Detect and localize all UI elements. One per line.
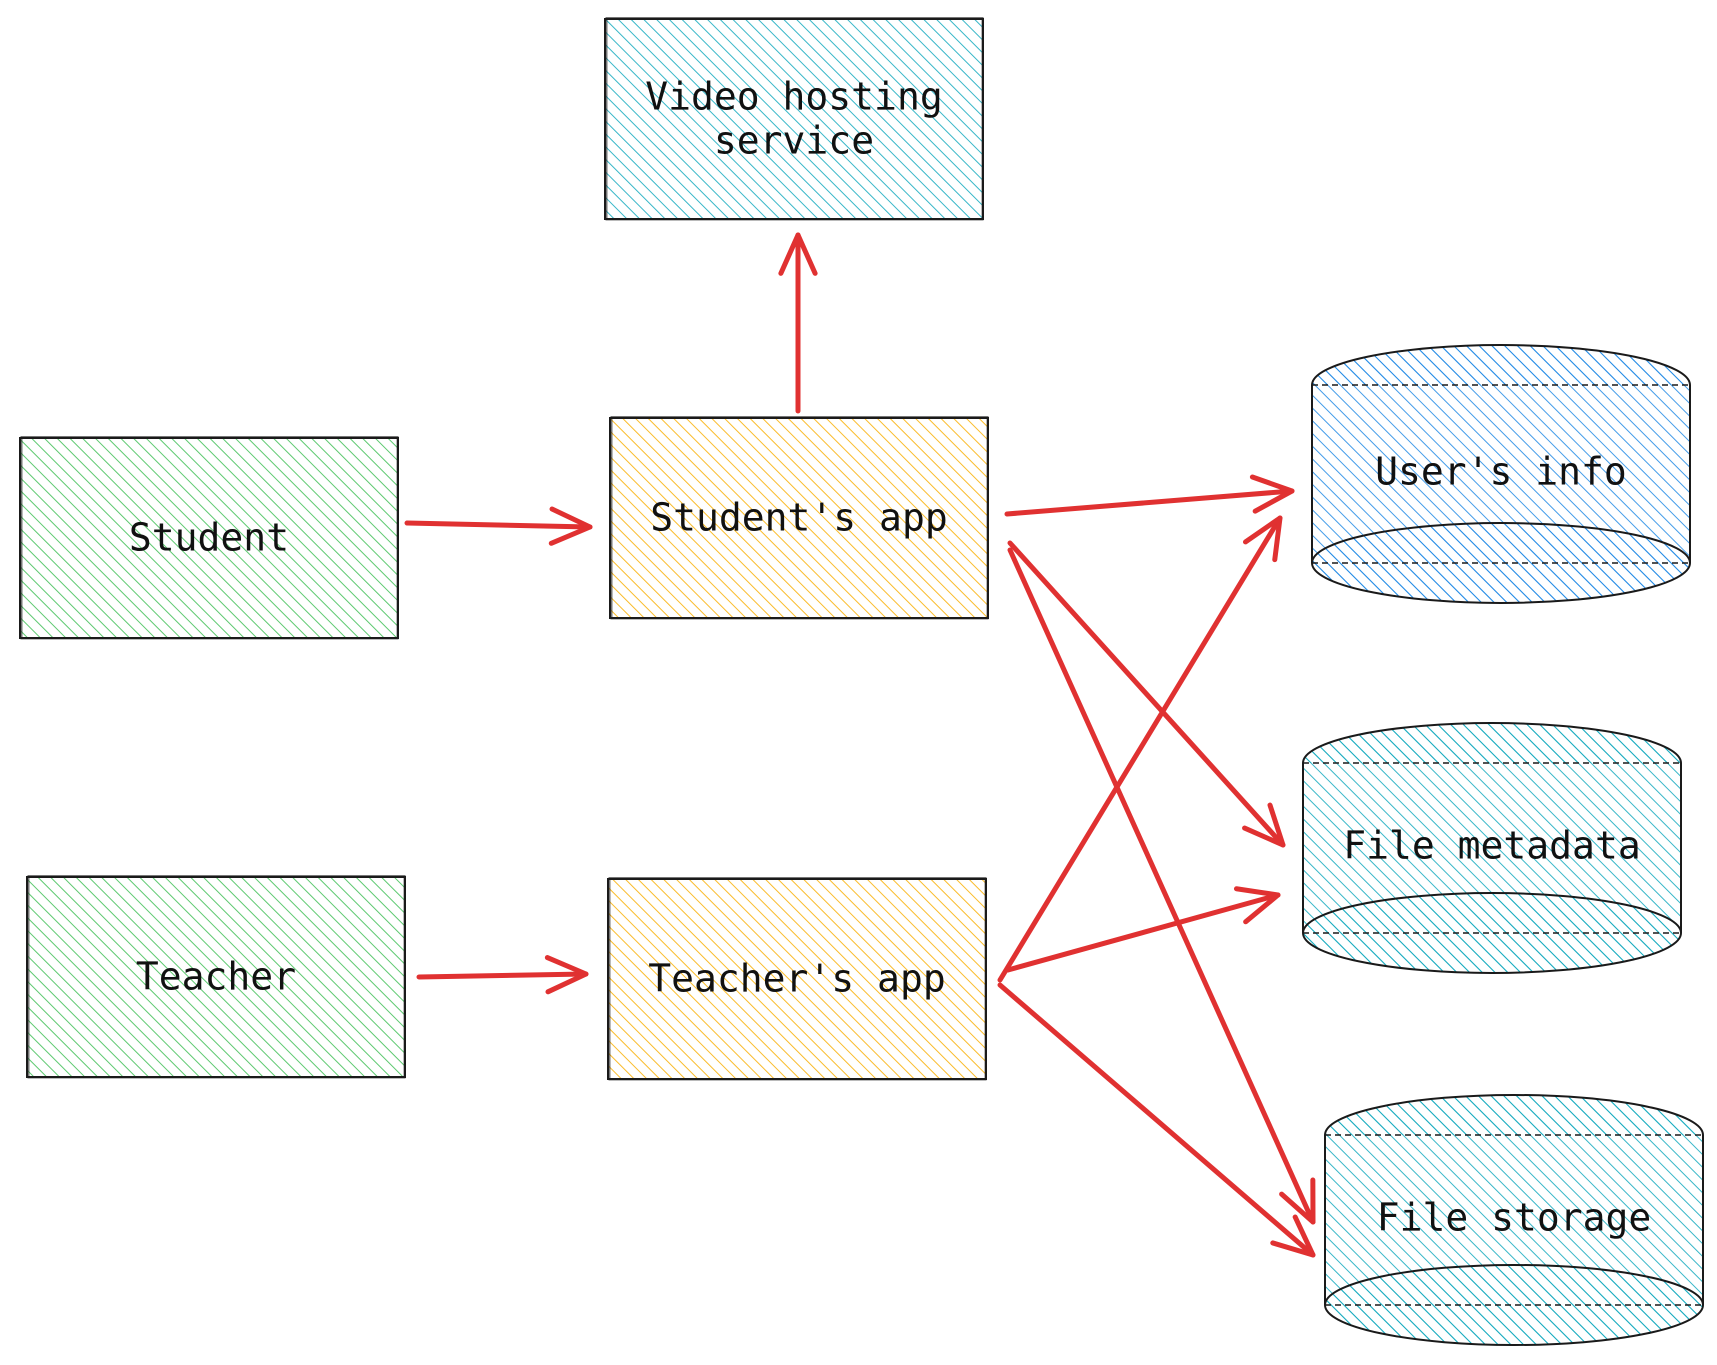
users-info-cylinder-bottom-rim xyxy=(1311,522,1691,564)
users-info-cylinder-top-fill xyxy=(1312,345,1690,385)
arrow-head xyxy=(1242,515,1283,563)
file-metadata-node[interactable]: File metadata xyxy=(1302,722,1682,974)
arrow-student-to-student-app xyxy=(404,506,593,546)
video-label-line-1: Video hosting xyxy=(645,75,942,119)
arrow-shaft xyxy=(1007,540,1286,848)
arrow-head xyxy=(544,955,589,995)
teacher-node[interactable]: Teacher xyxy=(26,875,406,1079)
arrow-student-app-to-file-storage xyxy=(1007,547,1316,1225)
arrow-teacher-app-to-file-metadata xyxy=(1005,886,1281,973)
arrow-student-app-to-file-metadata xyxy=(1007,540,1286,848)
arrow-shaft xyxy=(1004,488,1295,517)
arrow-head xyxy=(778,232,818,276)
teacher-app-box-fill xyxy=(608,879,986,1079)
arrow-shaft xyxy=(1005,892,1281,973)
file-storage-cylinder-top-fill xyxy=(1325,1095,1703,1135)
users-info-node[interactable]: User's info xyxy=(1311,344,1691,604)
arrow-head xyxy=(1249,474,1295,514)
student-app-box-fill xyxy=(610,418,988,618)
student-label: Student xyxy=(129,516,289,560)
file-metadata-cylinder-bottom-fill xyxy=(1303,893,1681,973)
file-storage-node[interactable]: File storage xyxy=(1324,1094,1704,1346)
file-storage-label: File storage xyxy=(1377,1196,1652,1240)
users-info-cylinder-bottom-fill xyxy=(1312,523,1690,603)
arrow-teacher-app-to-file-storage xyxy=(997,982,1316,1258)
teacher-box-outline-sketch xyxy=(27,875,406,1079)
student-app-box-outline-sketch xyxy=(610,416,989,620)
teacher-label: Teacher xyxy=(136,955,296,999)
arrow-head xyxy=(1279,1177,1316,1225)
file-storage-cylinder-bottom-fill xyxy=(1325,1265,1703,1345)
arrow-head xyxy=(1242,802,1286,848)
arrow-shaft xyxy=(404,520,593,530)
video-box-fill xyxy=(605,19,983,219)
users-info-label: User's info xyxy=(1375,450,1627,494)
file-metadata-cylinder-top-fill xyxy=(1303,723,1681,763)
arrow-head xyxy=(1233,886,1281,925)
video-label-line-2: service xyxy=(714,119,874,163)
arrow-shaft xyxy=(997,982,1316,1258)
file-storage-cylinder-bottom-rim xyxy=(1324,1264,1704,1306)
file-metadata-label: File metadata xyxy=(1343,824,1640,868)
edges-layer xyxy=(404,232,1316,1258)
student-node[interactable]: Student xyxy=(19,436,399,640)
arrow-head xyxy=(1270,1214,1316,1258)
file-metadata-cylinder-bottom-rim xyxy=(1302,892,1682,934)
arrow-teacher-to-teacher-app xyxy=(416,955,589,995)
teacher-app-node[interactable]: Teacher's app xyxy=(607,877,987,1081)
arrow-head xyxy=(548,506,593,546)
student-box-fill xyxy=(20,438,398,638)
teacher-app-label: Teacher's app xyxy=(648,957,945,1001)
video-box-outline-sketch xyxy=(605,17,984,221)
arrow-student-app-to-video xyxy=(778,232,818,414)
teacher-app-box-outline-sketch xyxy=(608,877,987,1081)
student-app-node[interactable]: Student's app xyxy=(609,416,989,620)
arrow-teacher-app-to-users-info xyxy=(997,515,1283,983)
student-box-outline-sketch xyxy=(20,436,399,640)
arrow-student-app-to-users-info xyxy=(1004,474,1295,517)
arrow-shaft xyxy=(416,971,589,980)
arrow-shaft xyxy=(1007,547,1316,1225)
student-app-label: Student's app xyxy=(650,496,947,540)
teacher-box-fill xyxy=(27,877,405,1077)
arrow-shaft xyxy=(997,515,1283,983)
